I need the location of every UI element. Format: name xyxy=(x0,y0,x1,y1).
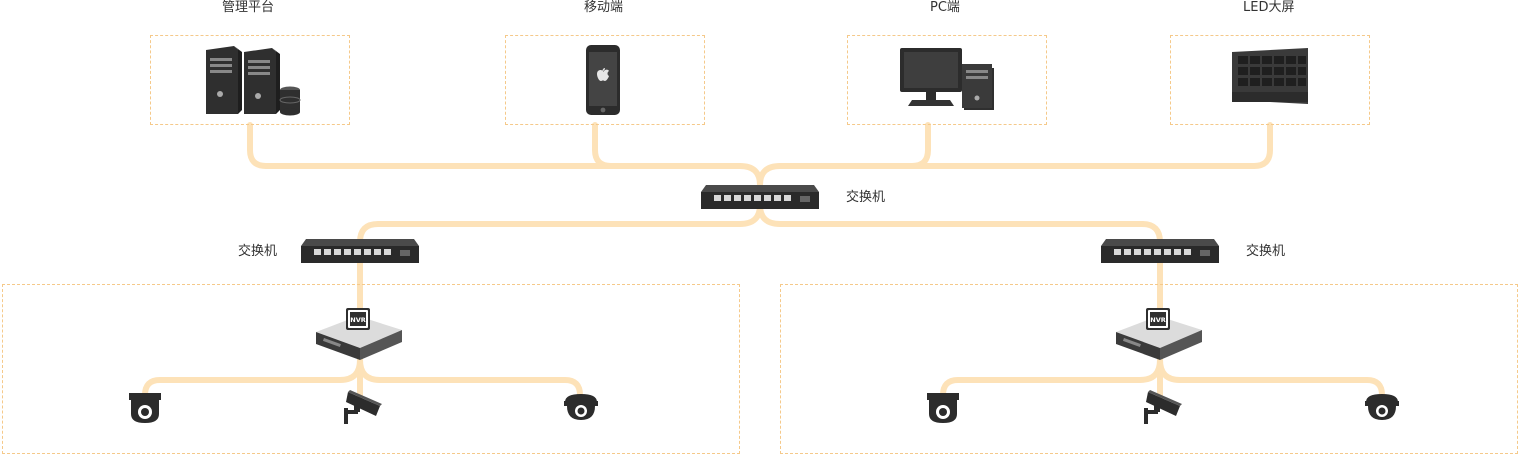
wire-mobile-core xyxy=(592,122,743,169)
right-switch-icon xyxy=(1101,239,1219,263)
pc-box xyxy=(847,35,1047,125)
smartphone-icon xyxy=(586,45,620,115)
wire-right-nvr-cam3 xyxy=(1157,357,1385,398)
wire-platform-core xyxy=(247,122,763,188)
right-nvr-icon: NVR xyxy=(1116,308,1202,360)
left-nvr-badge: NVR xyxy=(350,316,365,324)
wire-core-left xyxy=(357,202,763,245)
led-box xyxy=(1170,35,1370,125)
core-switch-label: 交换机 xyxy=(846,190,886,205)
desktop-pc-icon xyxy=(900,48,994,110)
right-dome-camera-1-icon xyxy=(927,393,959,423)
mobile-label: 移动端 xyxy=(584,0,624,15)
server-icon xyxy=(206,46,301,116)
wire-led-core xyxy=(777,122,1273,169)
right-bullet-camera-icon xyxy=(1144,390,1182,424)
left-bullet-camera-icon xyxy=(344,390,382,424)
wire-pc-core xyxy=(757,122,931,188)
mobile-box xyxy=(505,35,705,125)
left-nvr-icon: NVR xyxy=(316,308,402,360)
left-dome-camera-1-icon xyxy=(129,393,161,423)
right-nvr-badge: NVR xyxy=(1150,316,1165,324)
led-label: LED大屏 xyxy=(1243,0,1295,15)
platform-box xyxy=(150,35,350,125)
left-dome-camera-2-icon xyxy=(564,394,598,420)
led-screen-icon xyxy=(1232,48,1308,104)
left-switch-label: 交换机 xyxy=(238,244,278,259)
right-switch-label: 交换机 xyxy=(1246,244,1286,259)
left-switch-icon xyxy=(301,239,419,263)
wire-core-right xyxy=(757,202,1163,245)
core-switch-icon xyxy=(701,185,819,209)
right-dome-camera-2-icon xyxy=(1365,394,1399,420)
pc-label: PC端 xyxy=(930,0,960,15)
platform-label: 管理平台 xyxy=(222,0,275,15)
wire-left-nvr-cam3 xyxy=(357,357,583,398)
